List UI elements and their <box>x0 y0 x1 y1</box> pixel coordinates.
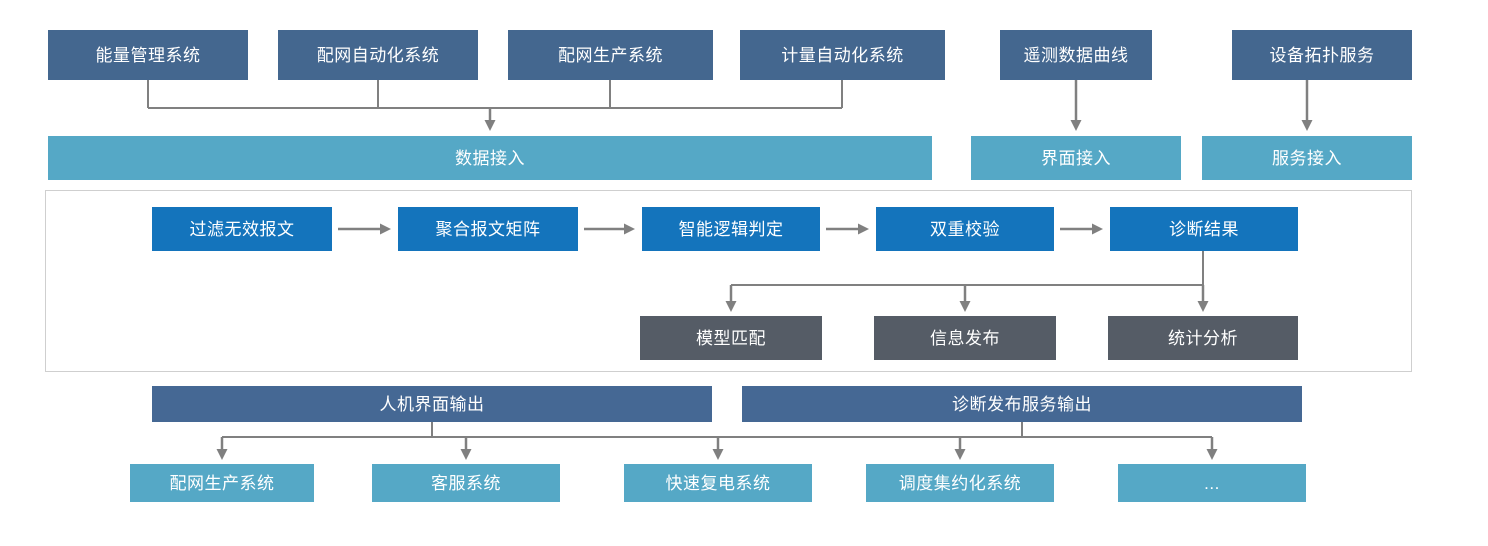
sources-to-data-access-connector <box>147 80 843 131</box>
source-box-distribution-production[interactable]: 配网生产系统 <box>508 30 713 80</box>
consumer-box-rapid-restoration[interactable]: 快速复电系统 <box>624 464 812 502</box>
process-step-aggregate-message-matrix[interactable]: 聚合报文矩阵 <box>398 207 578 251</box>
source-box-device-topology-service[interactable]: 设备拓扑服务 <box>1232 30 1412 80</box>
result-box-model-matching[interactable]: 模型匹配 <box>640 316 822 360</box>
output-bar-human-machine-interface[interactable]: 人机界面输出 <box>152 386 712 422</box>
output-to-consumers-connector <box>216 422 1218 460</box>
source-box-distribution-automation[interactable]: 配网自动化系统 <box>278 30 478 80</box>
processing-panel <box>45 190 1412 372</box>
access-box-service[interactable]: 服务接入 <box>1202 136 1412 180</box>
process-step-diagnosis-result[interactable]: 诊断结果 <box>1110 207 1298 251</box>
access-bar-data[interactable]: 数据接入 <box>48 136 932 180</box>
process-step-filter-invalid-messages[interactable]: 过滤无效报文 <box>152 207 332 251</box>
source-box-energy-management[interactable]: 能量管理系统 <box>48 30 248 80</box>
consumer-box-dispatch-intensive[interactable]: 调度集约化系统 <box>866 464 1054 502</box>
result-box-information-publishing[interactable]: 信息发布 <box>874 316 1056 360</box>
source-box-metering-automation[interactable]: 计量自动化系统 <box>740 30 945 80</box>
consumer-box-more[interactable]: ... <box>1118 464 1306 502</box>
process-step-intelligent-logic-decision[interactable]: 智能逻辑判定 <box>642 207 820 251</box>
consumer-box-customer-service[interactable]: 客服系统 <box>372 464 560 502</box>
access-box-ui[interactable]: 界面接入 <box>971 136 1181 180</box>
source-box-telemetry-curve[interactable]: 遥测数据曲线 <box>1000 30 1152 80</box>
consumer-box-distribution-production[interactable]: 配网生产系统 <box>130 464 314 502</box>
output-bar-diagnosis-publishing-service[interactable]: 诊断发布服务输出 <box>742 386 1302 422</box>
result-box-statistical-analysis[interactable]: 统计分析 <box>1108 316 1298 360</box>
process-step-double-verification[interactable]: 双重校验 <box>876 207 1054 251</box>
